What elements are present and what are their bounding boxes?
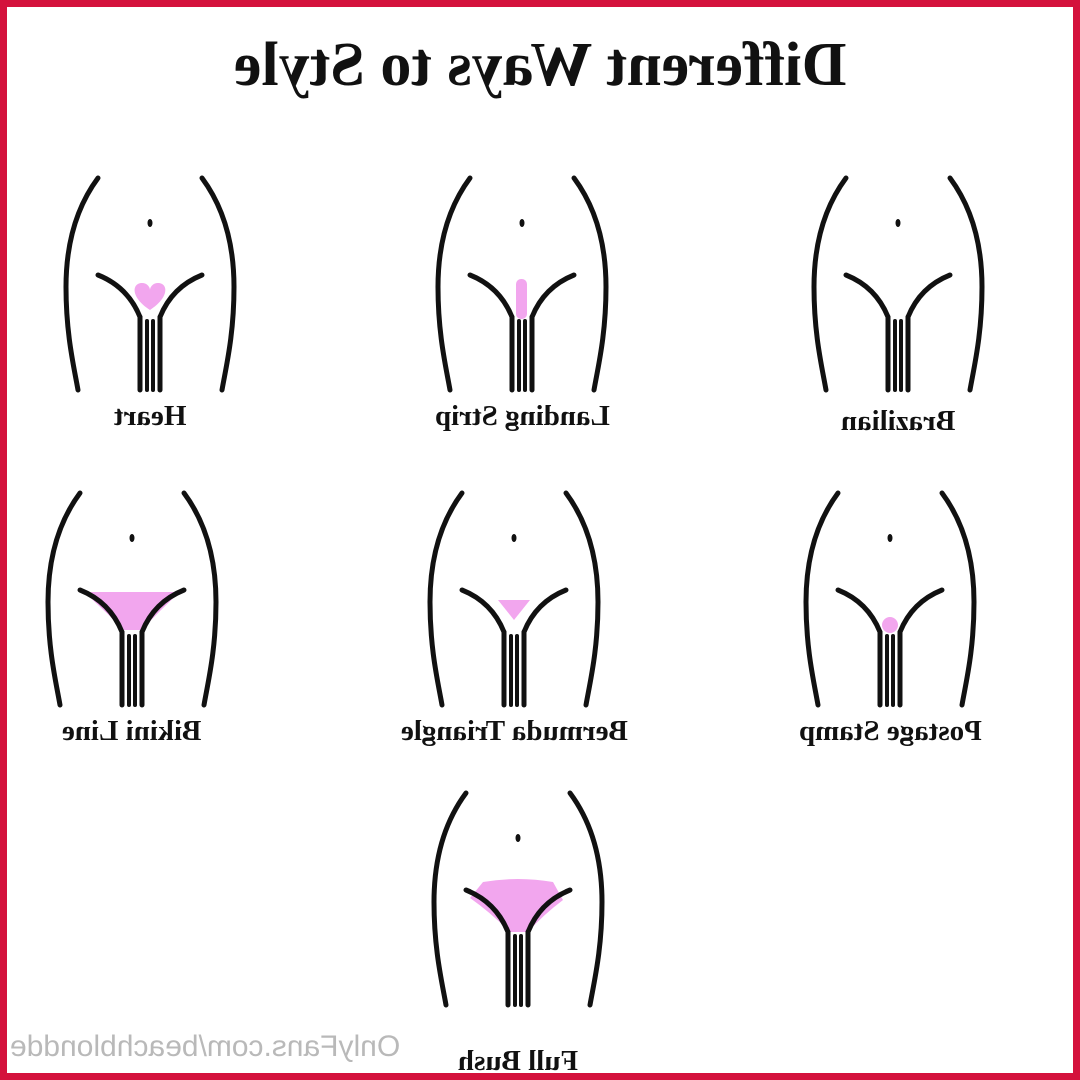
body-figure-bikini bbox=[42, 490, 222, 710]
body-outline-icon bbox=[427, 490, 601, 708]
body-outline-icon bbox=[803, 490, 977, 708]
body-figure-strip bbox=[432, 175, 612, 395]
body-outline-icon bbox=[63, 175, 237, 393]
title-text: Different Ways to Style bbox=[233, 31, 847, 99]
style-label-text: Brazilian bbox=[840, 405, 956, 437]
body-figure-postage bbox=[800, 490, 980, 710]
body-outline-icon bbox=[811, 175, 985, 393]
body-figure-bermuda bbox=[424, 490, 604, 710]
style-label: Bikini Line bbox=[0, 715, 292, 748]
style-label: Brazilian bbox=[738, 405, 1058, 438]
style-label: Bermuda Triangle bbox=[354, 715, 674, 748]
style-label-text: Full Bush bbox=[457, 1045, 579, 1077]
body-outline-icon bbox=[45, 490, 219, 708]
body-figure-full bbox=[428, 790, 608, 1010]
style-label-text: Postage Stamp bbox=[798, 715, 982, 747]
body-outline-icon bbox=[431, 790, 605, 1008]
style-label-text: Heart bbox=[113, 400, 187, 432]
style-label: Heart bbox=[0, 400, 310, 433]
style-label: Postage Stamp bbox=[730, 715, 1050, 748]
style-label-text: Bermuda Triangle bbox=[400, 715, 628, 747]
page-title: Different Ways to Style bbox=[0, 30, 1080, 101]
style-label: Full Bush bbox=[358, 1045, 678, 1078]
body-figure-heart bbox=[60, 175, 240, 395]
style-label-text: Landing Strip bbox=[434, 400, 610, 432]
style-label-text: Bikini Line bbox=[62, 715, 202, 747]
watermark: OnlyFans.com/beachblondde bbox=[10, 1030, 401, 1063]
body-figure-none bbox=[808, 175, 988, 395]
style-label: Landing Strip bbox=[362, 400, 682, 433]
body-outline-icon bbox=[435, 175, 609, 393]
